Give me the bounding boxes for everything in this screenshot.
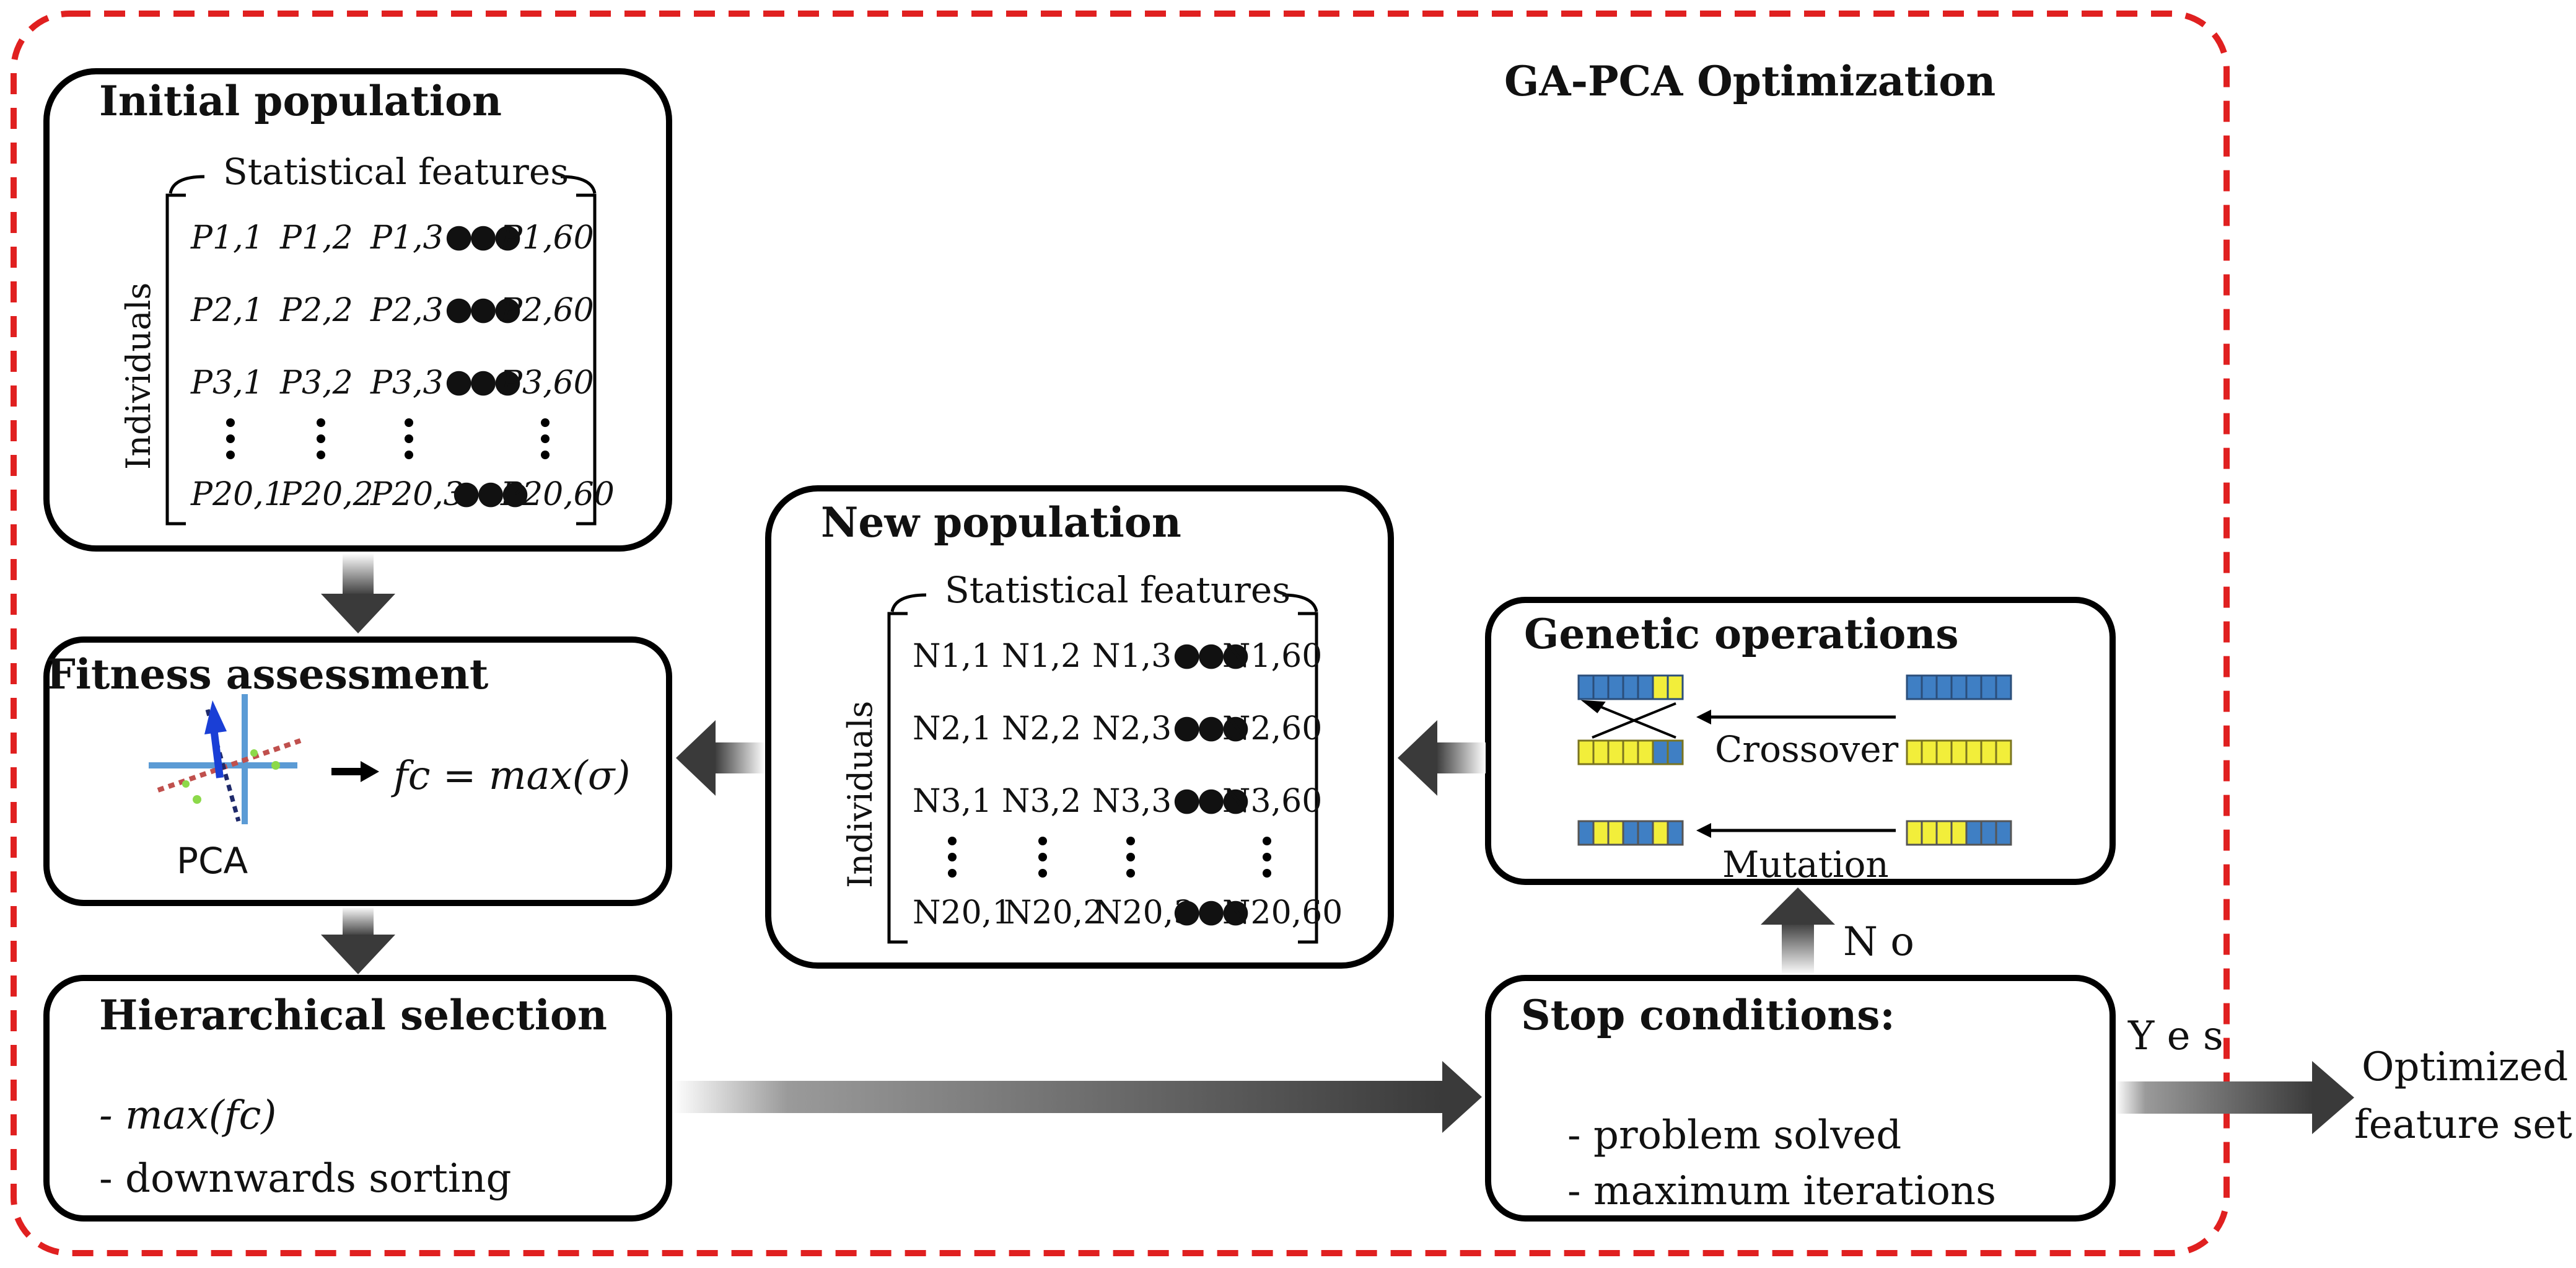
- ellipsis-columns: [226, 418, 1271, 878]
- matrix-cell: P1,2: [280, 219, 353, 257]
- statistical-features-label: Statistical features: [223, 151, 569, 193]
- matrix-cell: N20,2: [1004, 894, 1104, 931]
- matrix-cell: N1,60: [1222, 638, 1323, 675]
- genetic-operations-title: Genetic operations: [1524, 610, 1959, 658]
- chromosome-mutation-parent: [1906, 820, 2012, 846]
- matrix-cell: P20,3: [370, 476, 464, 513]
- matrix-cell: P2,60: [501, 292, 594, 329]
- hierarchical-selection-title: Hierarchical selection: [99, 991, 607, 1039]
- ellipsis: ●●●: [445, 218, 522, 255]
- matrix-cell: P1,1: [191, 219, 264, 257]
- pca-label: PCA: [177, 840, 248, 882]
- mutation-label: Mutation: [1722, 843, 1889, 886]
- matrix-cell: N3,2: [1002, 783, 1082, 820]
- matrix-cell: N2,2: [1002, 710, 1082, 747]
- matrix-cell: P20,60: [501, 476, 615, 513]
- matrix-cell: P3,1: [191, 364, 264, 402]
- crossover-label: Crossover: [1715, 728, 1899, 770]
- stop-conditions-box: [1485, 975, 2116, 1222]
- matrix-cell: N2,1: [913, 710, 992, 747]
- matrix-cell: P20,2: [280, 476, 374, 513]
- matrix-cell: P3,2: [280, 364, 353, 402]
- matrix-cell: N2,60: [1222, 710, 1323, 747]
- arrow-selection-to-stop: [672, 1061, 1482, 1133]
- output-label-line1: Optimized: [2362, 1044, 2569, 1090]
- arrow-fitness-to-selection: [321, 907, 395, 974]
- initial-population-box: [43, 68, 672, 552]
- initial-population-title: Initial population: [99, 77, 502, 125]
- selection-item: - downwards sorting: [99, 1156, 512, 1202]
- matrix-cell: N2,3: [1092, 710, 1172, 747]
- ga-pca-dashed-border: [11, 11, 2230, 1256]
- matrix-cell: P3,60: [501, 364, 594, 402]
- matrix-cell: P3,3: [370, 364, 444, 402]
- ellipsis: ●●●: [445, 290, 522, 327]
- crossover-arrow: [1696, 710, 1896, 724]
- stop-condition-item: - maximum iterations: [1567, 1168, 1996, 1214]
- formula-arrow-head: [361, 761, 379, 782]
- yes-label: Y e s: [2128, 1013, 2223, 1059]
- matrix-cell: N20,60: [1222, 894, 1343, 931]
- fitness-assessment-title: Fitness assessment: [46, 650, 489, 698]
- crossover-cross-lines: [1580, 700, 1676, 739]
- genetic-operations-box: [1485, 597, 2116, 885]
- chromosome-mutation-child: [1577, 820, 1684, 846]
- matrix-cell: N1,2: [1002, 638, 1082, 675]
- features-brace: [890, 593, 1318, 612]
- matrix-bracket-right: [1298, 612, 1318, 944]
- matrix-cell: P2,1: [191, 292, 264, 329]
- new-population-title: New population: [821, 498, 1181, 547]
- mutation-arrow: [1696, 823, 1896, 838]
- selection-item: - max(fc): [99, 1093, 277, 1138]
- chromosome-offspring-1: [1577, 674, 1684, 700]
- pca-icon: [149, 694, 302, 824]
- hierarchical-selection-box: [43, 975, 672, 1222]
- matrix-cell: N3,60: [1222, 783, 1323, 820]
- matrix-cell: P2,2: [280, 292, 353, 329]
- chromosome-offspring-2: [1577, 739, 1684, 765]
- matrix-bracket-left: [165, 193, 186, 526]
- individuals-label: Individuals: [119, 282, 158, 470]
- chromosome-parent-1: [1906, 674, 2012, 700]
- arrow-new-to-fitness: [676, 720, 765, 796]
- stop-conditions-title: Stop conditions:: [1521, 991, 1895, 1039]
- matrix-cell: N1,1: [913, 638, 992, 675]
- no-label: N o: [1843, 919, 1914, 965]
- ellipsis: ●●●: [1173, 781, 1250, 818]
- matrix-cell: P20,1: [191, 476, 284, 513]
- arrow-stop-to-output: [2116, 1061, 2354, 1134]
- individuals-label: Individuals: [841, 700, 880, 888]
- arrow-genetic-to-new: [1398, 720, 1486, 796]
- fitness-formula: fc = max(σ): [393, 753, 631, 799]
- matrix-cell: N1,3: [1092, 638, 1172, 675]
- main-title: GA-PCA Optimization: [1504, 57, 1996, 105]
- matrix-bracket-left: [887, 612, 908, 944]
- matrix-bracket-right: [576, 193, 597, 526]
- stop-condition-item: - problem solved: [1567, 1112, 1902, 1158]
- matrix-cell: N20,3: [1094, 894, 1194, 931]
- ellipsis: ●●●: [452, 474, 529, 511]
- matrix-cell: P2,3: [370, 292, 444, 329]
- arrow-initial-to-fitness: [321, 553, 395, 633]
- ellipsis: ●●●: [1173, 708, 1250, 746]
- matrix-cell: N3,1: [913, 783, 992, 820]
- matrix-cell: N3,3: [1092, 783, 1172, 820]
- new-population-box: [765, 485, 1394, 969]
- chromosome-parent-2: [1906, 739, 2012, 765]
- ellipsis: ●●●: [445, 363, 522, 400]
- features-brace: [169, 175, 597, 194]
- arrow-stop-to-genetic: [1761, 887, 1835, 975]
- matrix-cell: N20,1: [913, 894, 1013, 931]
- output-label-line2: feature set: [2354, 1102, 2572, 1148]
- statistical-features-label: Statistical features: [945, 569, 1290, 611]
- ellipsis: ●●●: [1173, 892, 1250, 930]
- ellipsis: ●●●: [1173, 636, 1250, 673]
- matrix-cell: P1,60: [501, 219, 594, 257]
- matrix-cell: P1,3: [370, 219, 444, 257]
